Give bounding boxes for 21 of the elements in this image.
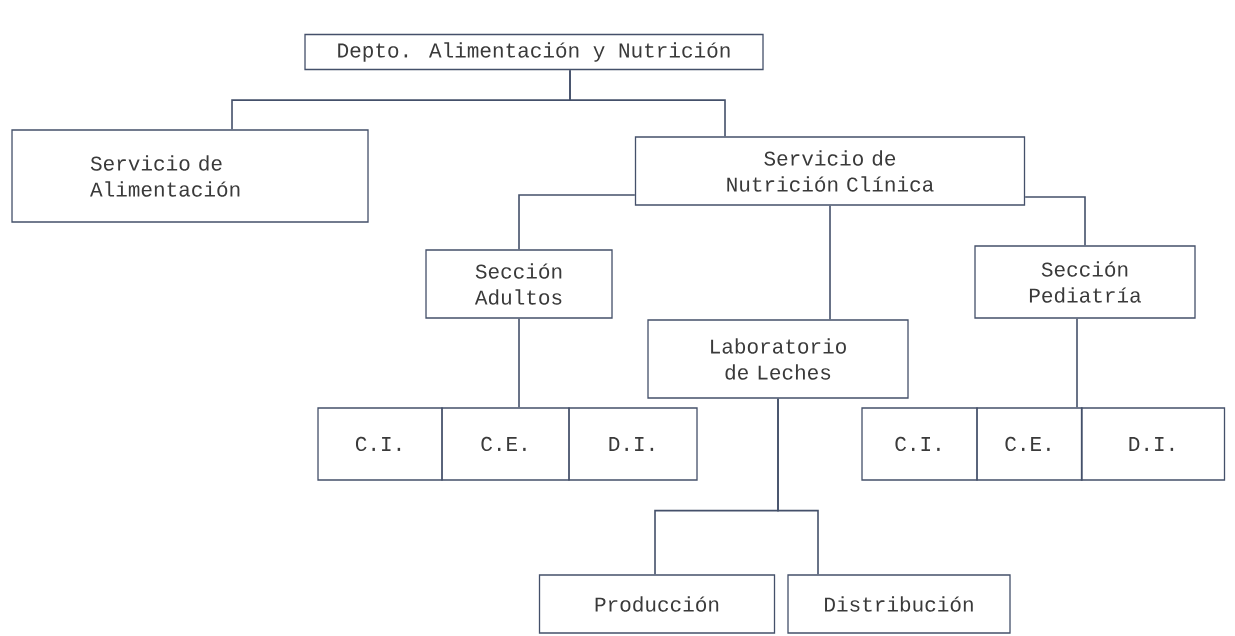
unit-cell: D.I.	[568, 407, 698, 481]
connector-line	[518, 194, 636, 251]
connector-line	[777, 397, 819, 576]
service-box: Servicio de Nutrición Clínica	[634, 136, 1026, 206]
connector-line	[518, 317, 520, 409]
section-box: Sección Adultos	[425, 249, 613, 319]
unit-cell: C.E.	[976, 407, 1083, 481]
connector-line	[569, 69, 726, 138]
connector-line	[1076, 317, 1078, 409]
unit-cell: C.E.	[441, 407, 570, 481]
connector-line	[829, 204, 831, 321]
department-box: Depto. Alimentación y Nutrición	[304, 33, 764, 71]
unit-cell: D.I.	[1080, 407, 1226, 481]
section-box: Sección Pediatría	[974, 245, 1196, 319]
laboratory-box: Laboratorio de Leches	[647, 319, 909, 399]
service-box: Servicio de Alimentación	[11, 129, 369, 223]
unit-cell: C.I.	[861, 407, 978, 481]
unit-cell: C.I.	[317, 407, 443, 481]
unit-box: Distribución	[787, 574, 1011, 634]
connector-line	[1024, 196, 1086, 247]
unit-box: Producción	[538, 574, 776, 634]
